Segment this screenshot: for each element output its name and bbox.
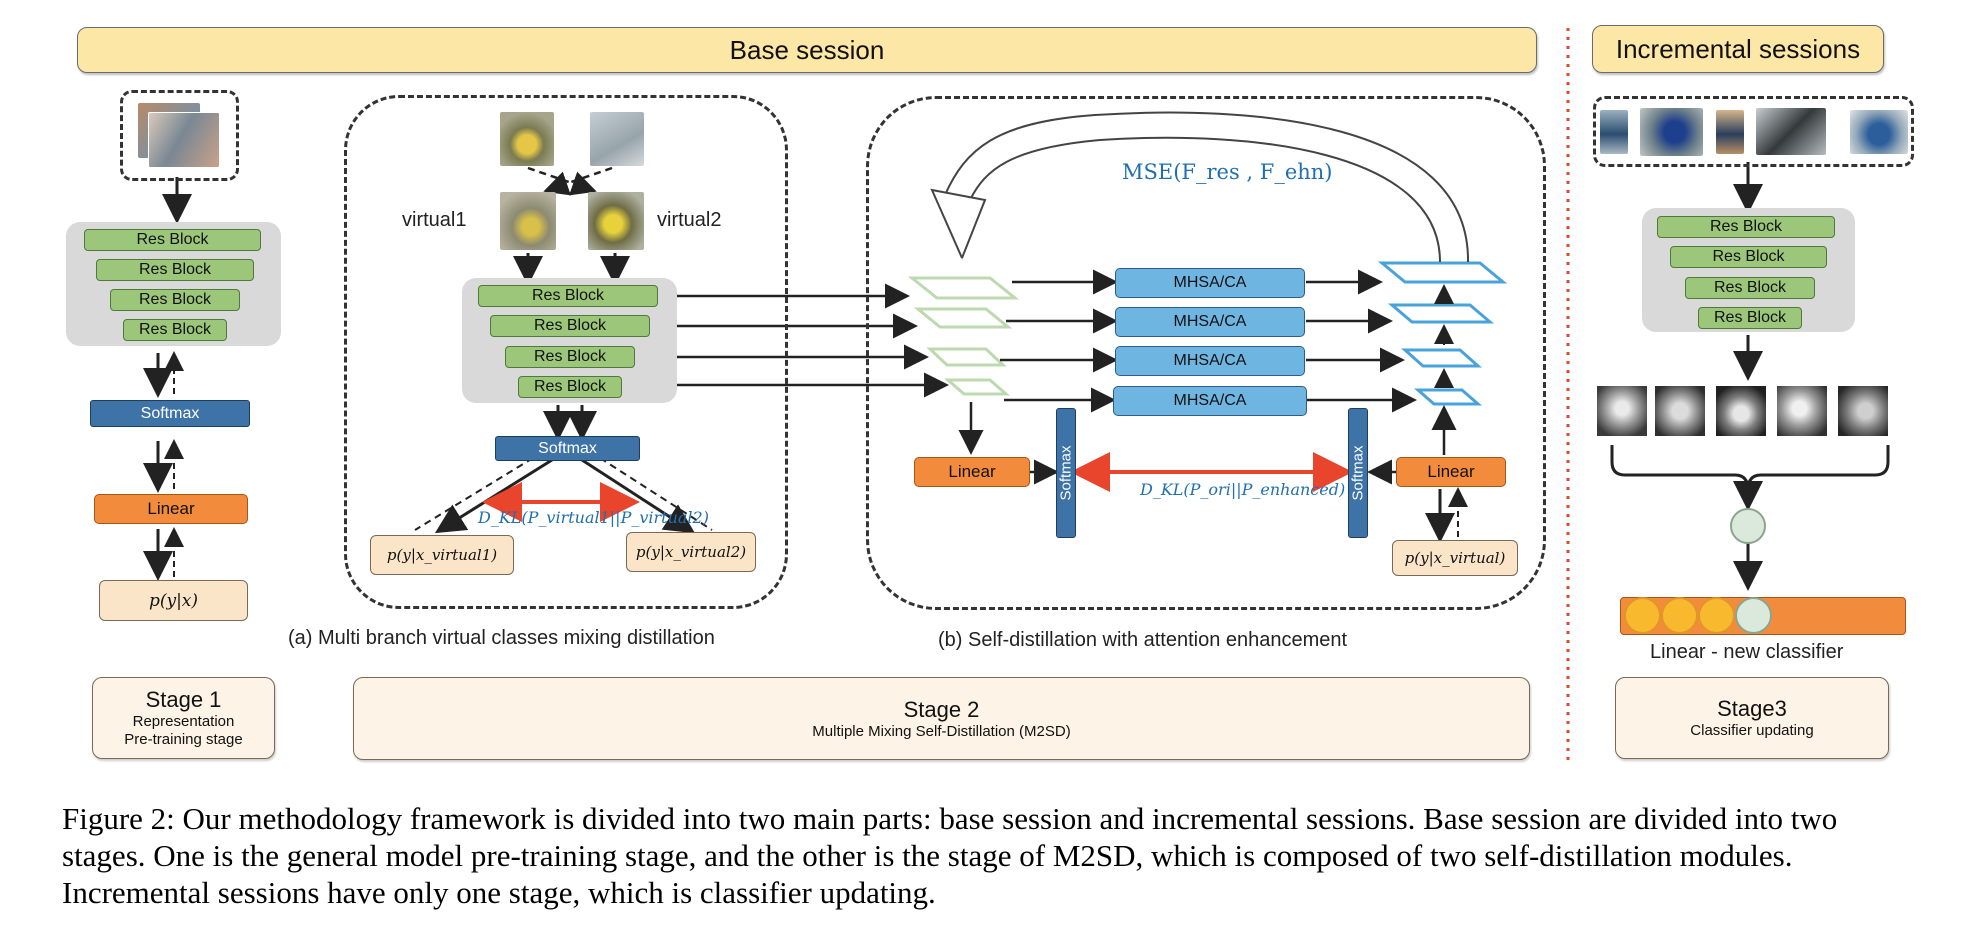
mhsa-block: MHSA/CA <box>1113 386 1307 416</box>
attention-map <box>1716 386 1766 436</box>
bird-image <box>1600 110 1628 154</box>
softmax-block: Softmax <box>90 400 250 427</box>
stage1-subtitle: Pre-training stage <box>124 731 243 748</box>
mixed-image <box>500 192 556 250</box>
mhsa-block: MHSA/CA <box>1115 268 1305 298</box>
res-block: Res Block <box>1698 307 1802 329</box>
bird-image <box>1716 110 1744 154</box>
attention-map <box>1838 386 1888 436</box>
probability-output: p(y|x) <box>99 580 248 621</box>
res-block: Res Block <box>490 315 650 337</box>
softmax-block: Softmax <box>495 436 640 461</box>
stage1-subtitle: Representation <box>132 713 235 730</box>
res-block: Res Block <box>84 229 261 251</box>
class-weight-node <box>1624 597 1661 634</box>
attention-map <box>1597 386 1647 436</box>
figure-caption: Figure 2: Our methodology framework is d… <box>62 801 1838 910</box>
stage2-box: Stage 2 Multiple Mixing Self-Distillatio… <box>353 677 1530 760</box>
bird-image <box>148 112 220 168</box>
stage1-box: Stage 1 Representation Pre-training stag… <box>92 677 275 759</box>
softmax-block: Softmax <box>1056 408 1076 538</box>
incremental-input-frame <box>1593 96 1914 167</box>
panel-a-frame <box>344 95 788 609</box>
softmax-block: Softmax <box>1348 408 1368 538</box>
panel-b-frame <box>866 96 1546 610</box>
virtual2-label: virtual2 <box>657 209 722 231</box>
stage3-title: Stage3 <box>1717 696 1787 721</box>
mhsa-block: MHSA/CA <box>1115 346 1305 376</box>
stage3-box: Stage3 Classifier updating <box>1615 677 1889 759</box>
kl-divergence-label: D_KL(P_virtual1||P_virtual2) <box>478 508 709 527</box>
bird-image <box>1850 110 1908 154</box>
res-block: Res Block <box>518 376 622 398</box>
attention-map <box>1655 386 1705 436</box>
incremental-sessions-label: Incremental sessions <box>1615 33 1861 64</box>
kl-divergence-label: D_KL(P_ori||P_enhanced) <box>1140 480 1346 499</box>
bird-image <box>1756 108 1826 155</box>
res-block: Res Block <box>1657 216 1835 238</box>
res-block: Res Block <box>96 259 254 281</box>
new-class-weight-node <box>1735 597 1772 634</box>
virtual1-label: virtual1 <box>402 209 467 231</box>
stage2-title: Stage 2 <box>903 696 980 722</box>
class-weight-node <box>1698 597 1735 634</box>
res-block: Res Block <box>1670 246 1827 268</box>
base-session-label: Base session <box>729 34 885 65</box>
stage1-input-frame <box>120 90 239 181</box>
probability-output: p(y|x_virtual) <box>1392 540 1518 576</box>
attention-map <box>1777 386 1827 436</box>
res-block: Res Block <box>478 285 658 307</box>
res-block: Res Block <box>123 319 227 341</box>
incremental-sessions-banner: Incremental sessions <box>1592 25 1884 73</box>
mhsa-block: MHSA/CA <box>1115 307 1305 337</box>
panel-b-caption: (b) Self-distillation with attention enh… <box>938 629 1348 651</box>
panel-a-caption: (a) Multi branch virtual classes mixing … <box>288 627 715 649</box>
new-classifier-label: Linear - new classifier <box>1650 641 1844 663</box>
base-session-banner: Base session <box>77 27 1537 73</box>
stage3-subtitle: Classifier updating <box>1690 722 1814 739</box>
res-block: Res Block <box>1685 277 1815 299</box>
mixed-image <box>588 192 644 250</box>
class-weight-node <box>1661 597 1698 634</box>
bird-image <box>1640 108 1703 156</box>
prototype-node <box>1730 508 1766 544</box>
stage2-subtitle: Multiple Mixing Self-Distillation (M2SD) <box>812 722 1071 740</box>
linear-block: Linear <box>1396 457 1506 487</box>
bird-image <box>500 112 554 166</box>
linear-block: Linear <box>914 457 1030 487</box>
res-block: Res Block <box>110 289 240 311</box>
probability-output: p(y|x_virtual2) <box>626 532 756 572</box>
stage1-title: Stage 1 <box>145 687 222 712</box>
mse-loss-label: MSE(F_res , F_ehn) <box>1122 160 1333 184</box>
probability-output: p(y|x_virtual1) <box>370 535 514 575</box>
res-block: Res Block <box>505 346 635 368</box>
bird-image <box>590 112 644 166</box>
linear-block: Linear <box>94 494 248 524</box>
